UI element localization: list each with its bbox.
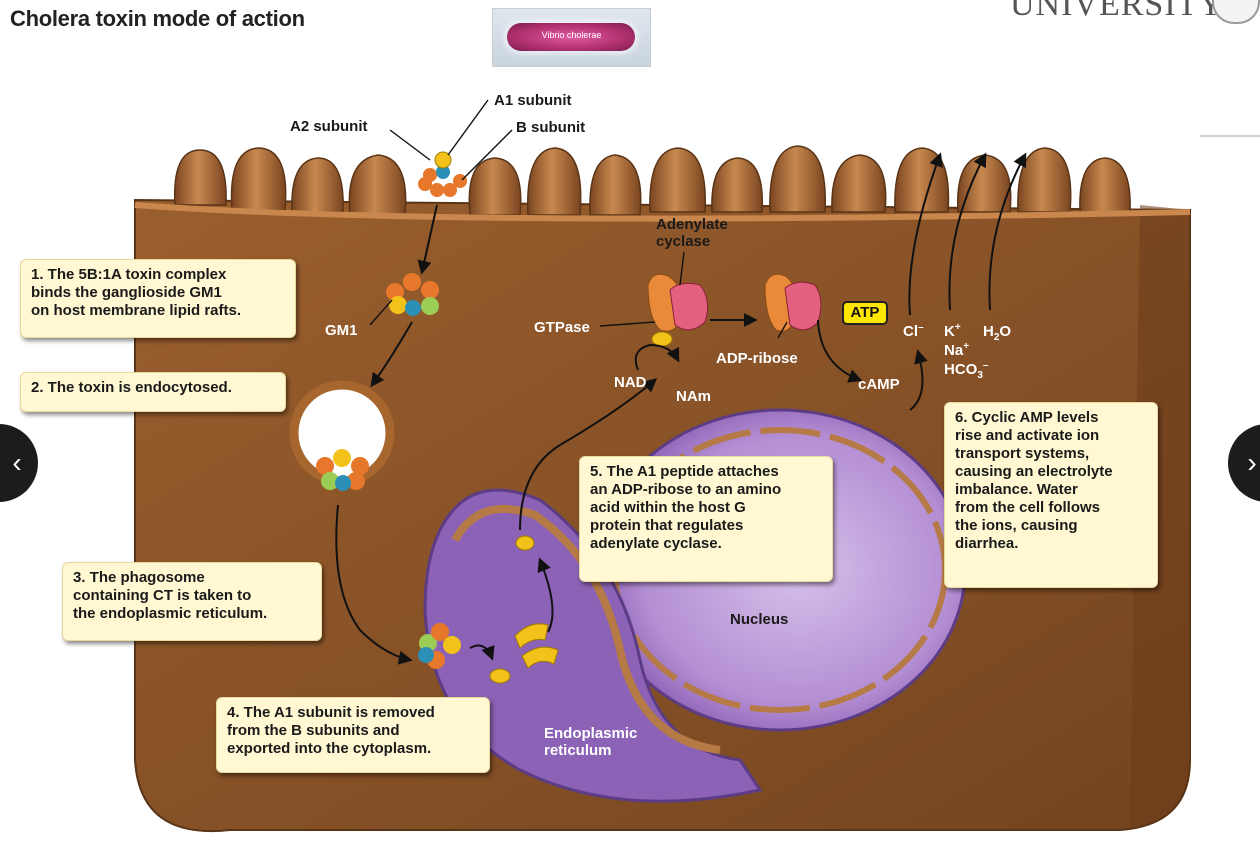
label-water: H2O [983, 323, 1012, 343]
gtpase-cyclase-inactive [647, 273, 709, 332]
leader-lines [369, 99, 788, 339]
toxin-in-phagosome [316, 449, 369, 491]
apical-membrane [134, 202, 1191, 222]
chevron-right-icon: › [1247, 447, 1257, 478]
label-a1-subunit: A1 subunit [494, 92, 572, 109]
label-nam: NAm [676, 388, 712, 405]
label-gtpase: GTPase [534, 319, 590, 336]
label-potassium: K+ [944, 322, 961, 341]
thumbnail-caption: Vibrio cholerae [541, 30, 602, 40]
label-nucleus: Nucleus [730, 611, 789, 628]
university-logo-text: UNIVERSITY [1010, 0, 1224, 23]
microvilli [173, 145, 1131, 216]
gtpase-cyclase-active [764, 273, 822, 332]
label-adenylate-cyclase: Adenylate cyclase [656, 216, 728, 250]
step-1-callout: 1. The 5B:1A toxin complex binds the gan… [20, 259, 296, 338]
step-5-callout: 5. The A1 peptide attaches an ADP-ribose… [579, 456, 833, 582]
atp-badge: ATP [842, 301, 888, 325]
label-chloride: Cl– [903, 322, 924, 341]
divider [1200, 135, 1260, 137]
step-4-callout: 4. The A1 subunit is removed from the B … [216, 697, 490, 773]
chevron-left-icon: ‹ [12, 447, 22, 478]
step-6-callout: 6. Cyclic AMP levels rise and activate i… [944, 402, 1158, 588]
label-adp-ribose: ADP-ribose [716, 350, 798, 367]
toxin-at-er [418, 623, 461, 669]
step-2-callout: 2. The toxin is endocytosed. [20, 372, 286, 412]
page-title: Cholera toxin mode of action [10, 6, 305, 31]
bacterium-image [507, 23, 635, 51]
cell-side-face [1130, 205, 1190, 828]
step-3-callout: 3. The phagosome containing CT is taken … [62, 562, 322, 641]
label-b-subunit: B subunit [516, 119, 586, 136]
label-a2-subunit: A2 subunit [290, 118, 368, 135]
label-bicarbonate: HCO3– [944, 360, 989, 381]
label-endoplasmic-reticulum: Endoplasmic reticulum [544, 725, 638, 759]
label-camp: cAMP [858, 376, 900, 393]
a1-peptides [489, 331, 673, 684]
flow-arrows [335, 152, 1027, 665]
label-gm1: GM1 [325, 322, 358, 339]
label-nad: NAD [614, 374, 647, 391]
toxin-on-gm1 [386, 273, 439, 316]
vibrio-thumbnail[interactable]: Vibrio cholerae [492, 8, 651, 67]
label-sodium: Na+ [944, 341, 970, 360]
toxin-at-surface [418, 151, 467, 197]
